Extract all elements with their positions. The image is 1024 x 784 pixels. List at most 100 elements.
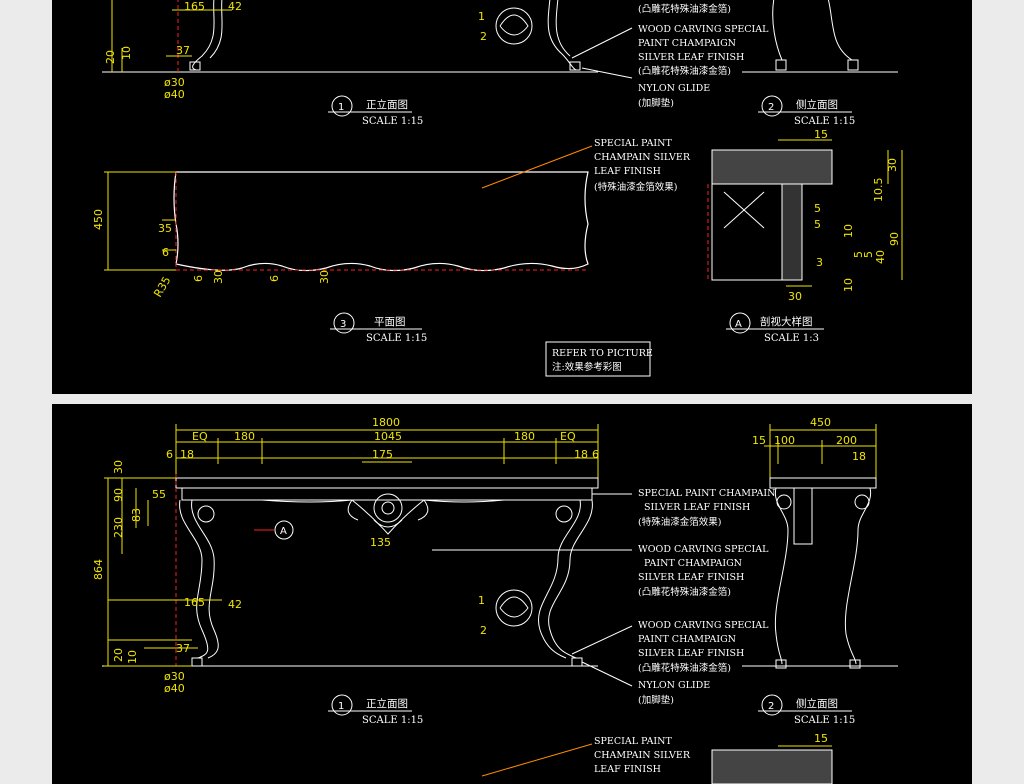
plan-annotation-cn: (特殊油漆金箔效果) [594, 181, 677, 193]
section-dim-5b: 5 [814, 218, 821, 231]
svg-text:侧立面图: 侧立面图 [796, 98, 838, 111]
note-cn: 注:效果参考彩图 [552, 361, 622, 373]
section-dim-40: 40 [874, 250, 887, 264]
section-dim-top-15-lower: 15 [814, 732, 828, 745]
dim-37: 37 [176, 642, 190, 655]
svg-text:2: 2 [768, 102, 774, 113]
annotation-carving-b1: WOOD CARVING SPECIAL [638, 620, 769, 631]
dim-90-left: 90 [112, 488, 125, 502]
section-dim-90: 90 [888, 232, 901, 246]
dim-30-left: 30 [112, 460, 125, 474]
svg-text:A: A [280, 526, 287, 537]
plan-annotation-2: CHAMPAIN SILVER [594, 152, 691, 163]
section-dim-10-5: 10.5 [872, 178, 885, 203]
dim-10: 10 [126, 650, 139, 664]
view-title-side: 2 侧立面图 SCALE 1:15 [758, 694, 855, 726]
dim-eq-right: EQ [560, 430, 576, 443]
side-dim-15: 15 [752, 434, 766, 447]
section-dim-10a: 10 [842, 224, 855, 238]
side-dim-200: 200 [836, 434, 857, 447]
dim-2-shell: 2 [480, 624, 487, 637]
dim-1800: 1800 [372, 416, 400, 429]
svg-text:SCALE 1:15: SCALE 1:15 [362, 116, 423, 127]
dim-42: 42 [228, 598, 242, 611]
plan-dim-bottom-6b: 6 [268, 275, 281, 282]
dim-20-upper: 20 [104, 50, 117, 64]
dim-165-upper: 165 [184, 0, 205, 13]
dim-175: 175 [372, 448, 393, 461]
section-detail [707, 149, 833, 281]
front-legs-partial [102, 0, 598, 73]
dim-1-shell-upper: 1 [478, 10, 485, 23]
annotation-glide-upper: NYLON GLIDE [638, 83, 710, 94]
annotation-carving-upper-2: PAINT CHAMPAIGN [638, 38, 736, 49]
dim-phi30-upper: ø30 [164, 76, 185, 89]
plan-dim-bottom-30b: 30 [318, 270, 331, 284]
plan-leader [481, 145, 593, 189]
svg-text:1: 1 [338, 701, 344, 712]
section-dim-30: 30 [886, 158, 899, 172]
note-box: REFER TO PICTURE 注:效果参考彩图 [545, 341, 653, 377]
svg-text:1: 1 [338, 102, 344, 113]
dim-230: 230 [112, 517, 125, 538]
plan-annotation-3-lower: LEAF FINISH [594, 764, 661, 775]
annotation-nylon-glide: NYLON GLIDE [638, 680, 710, 691]
front-top-dim-lines [175, 424, 599, 484]
view-title-front-upper: 1 正立面图 SCALE 1:15 [328, 95, 423, 127]
annotation-paint-champain-cn: (特殊油漆金箔效果) [638, 516, 721, 528]
side-dim-18: 18 [852, 450, 866, 463]
annotation-carving-b3: SILVER LEAF FINISH [638, 648, 744, 659]
dim-42-upper: 42 [228, 0, 242, 13]
plan-annotation-2-lower: CHAMPAIN SILVER [594, 750, 691, 761]
leader-lines-upper [571, 27, 633, 79]
dim-1-shell: 1 [478, 594, 485, 607]
svg-text:3: 3 [340, 319, 346, 330]
dim-180-right: 180 [514, 430, 535, 443]
dim-83: 83 [130, 508, 143, 522]
annotation-paint-champain-2: SILVER LEAF FINISH [644, 502, 750, 513]
annotation-carving-a1: WOOD CARVING SPECIAL [638, 544, 769, 555]
dim-20: 20 [112, 648, 125, 662]
annotation-carving-a-cn: (凸雕花特殊油漆金箔) [638, 586, 731, 598]
view-title-plan: 3 平面图 SCALE 1:15 [330, 312, 427, 344]
dim-phi30: ø30 [164, 670, 185, 683]
view-title-side-upper: 2 侧立面图 SCALE 1:15 [758, 95, 855, 127]
dim-135: 135 [370, 536, 391, 549]
section-dim-5a: 5 [814, 202, 821, 215]
dim-55: 55 [152, 488, 166, 501]
front-elevation [102, 474, 599, 667]
dim-1045: 1045 [374, 430, 402, 443]
dim-180-left: 180 [234, 430, 255, 443]
section-dim-lines [778, 139, 903, 287]
dim-864: 864 [92, 559, 105, 580]
svg-text:A: A [735, 319, 742, 330]
svg-text:侧立面图: 侧立面图 [796, 697, 838, 710]
dim-6-right: 6 [592, 448, 599, 461]
side-dim-450: 450 [810, 416, 831, 429]
plan-annotation-1-lower: SPECIAL PAINT [594, 736, 672, 747]
drawing-sheet-upper: 165 42 37 20 10 ø30 ø40 1 2 (凸雕花特殊油漆金箔) … [52, 0, 972, 394]
svg-text:SCALE 1:15: SCALE 1:15 [366, 333, 427, 344]
plan-annotation-1: SPECIAL PAINT [594, 138, 672, 149]
center-carving [347, 493, 429, 528]
plan-annotation-3: LEAF FINISH [594, 166, 661, 177]
annotation-carving-upper-1: WOOD CARVING SPECIAL [638, 24, 769, 35]
plan-dim-bottom-6a: 6 [192, 275, 205, 282]
section-dim-5d: 5 [862, 251, 875, 258]
section-dim-bottom-30: 30 [788, 290, 802, 303]
section-dim-top-15: 15 [814, 128, 828, 141]
dim-18-left: 18 [180, 448, 194, 461]
svg-text:SCALE 1:15: SCALE 1:15 [794, 116, 855, 127]
sheet-upper-canvas: 165 42 37 20 10 ø30 ø40 1 2 (凸雕花特殊油漆金箔) … [92, 0, 903, 377]
svg-text:正立面图: 正立面图 [366, 697, 408, 710]
section-callout-a[interactable]: A [254, 520, 294, 540]
section-detail-lower-partial [711, 749, 833, 784]
plan-dim-lines [104, 171, 176, 271]
shell-ornament-upper [495, 7, 533, 45]
annotation-carving-upper-3: SILVER LEAF FINISH [638, 52, 744, 63]
svg-text:剖视大样图: 剖视大样图 [760, 315, 813, 328]
annotation-carving-b2: PAINT CHAMPAIGN [638, 634, 736, 645]
side-dim-lines [764, 424, 877, 482]
svg-text:平面图: 平面图 [374, 316, 406, 328]
dim-165: 165 [184, 596, 205, 609]
